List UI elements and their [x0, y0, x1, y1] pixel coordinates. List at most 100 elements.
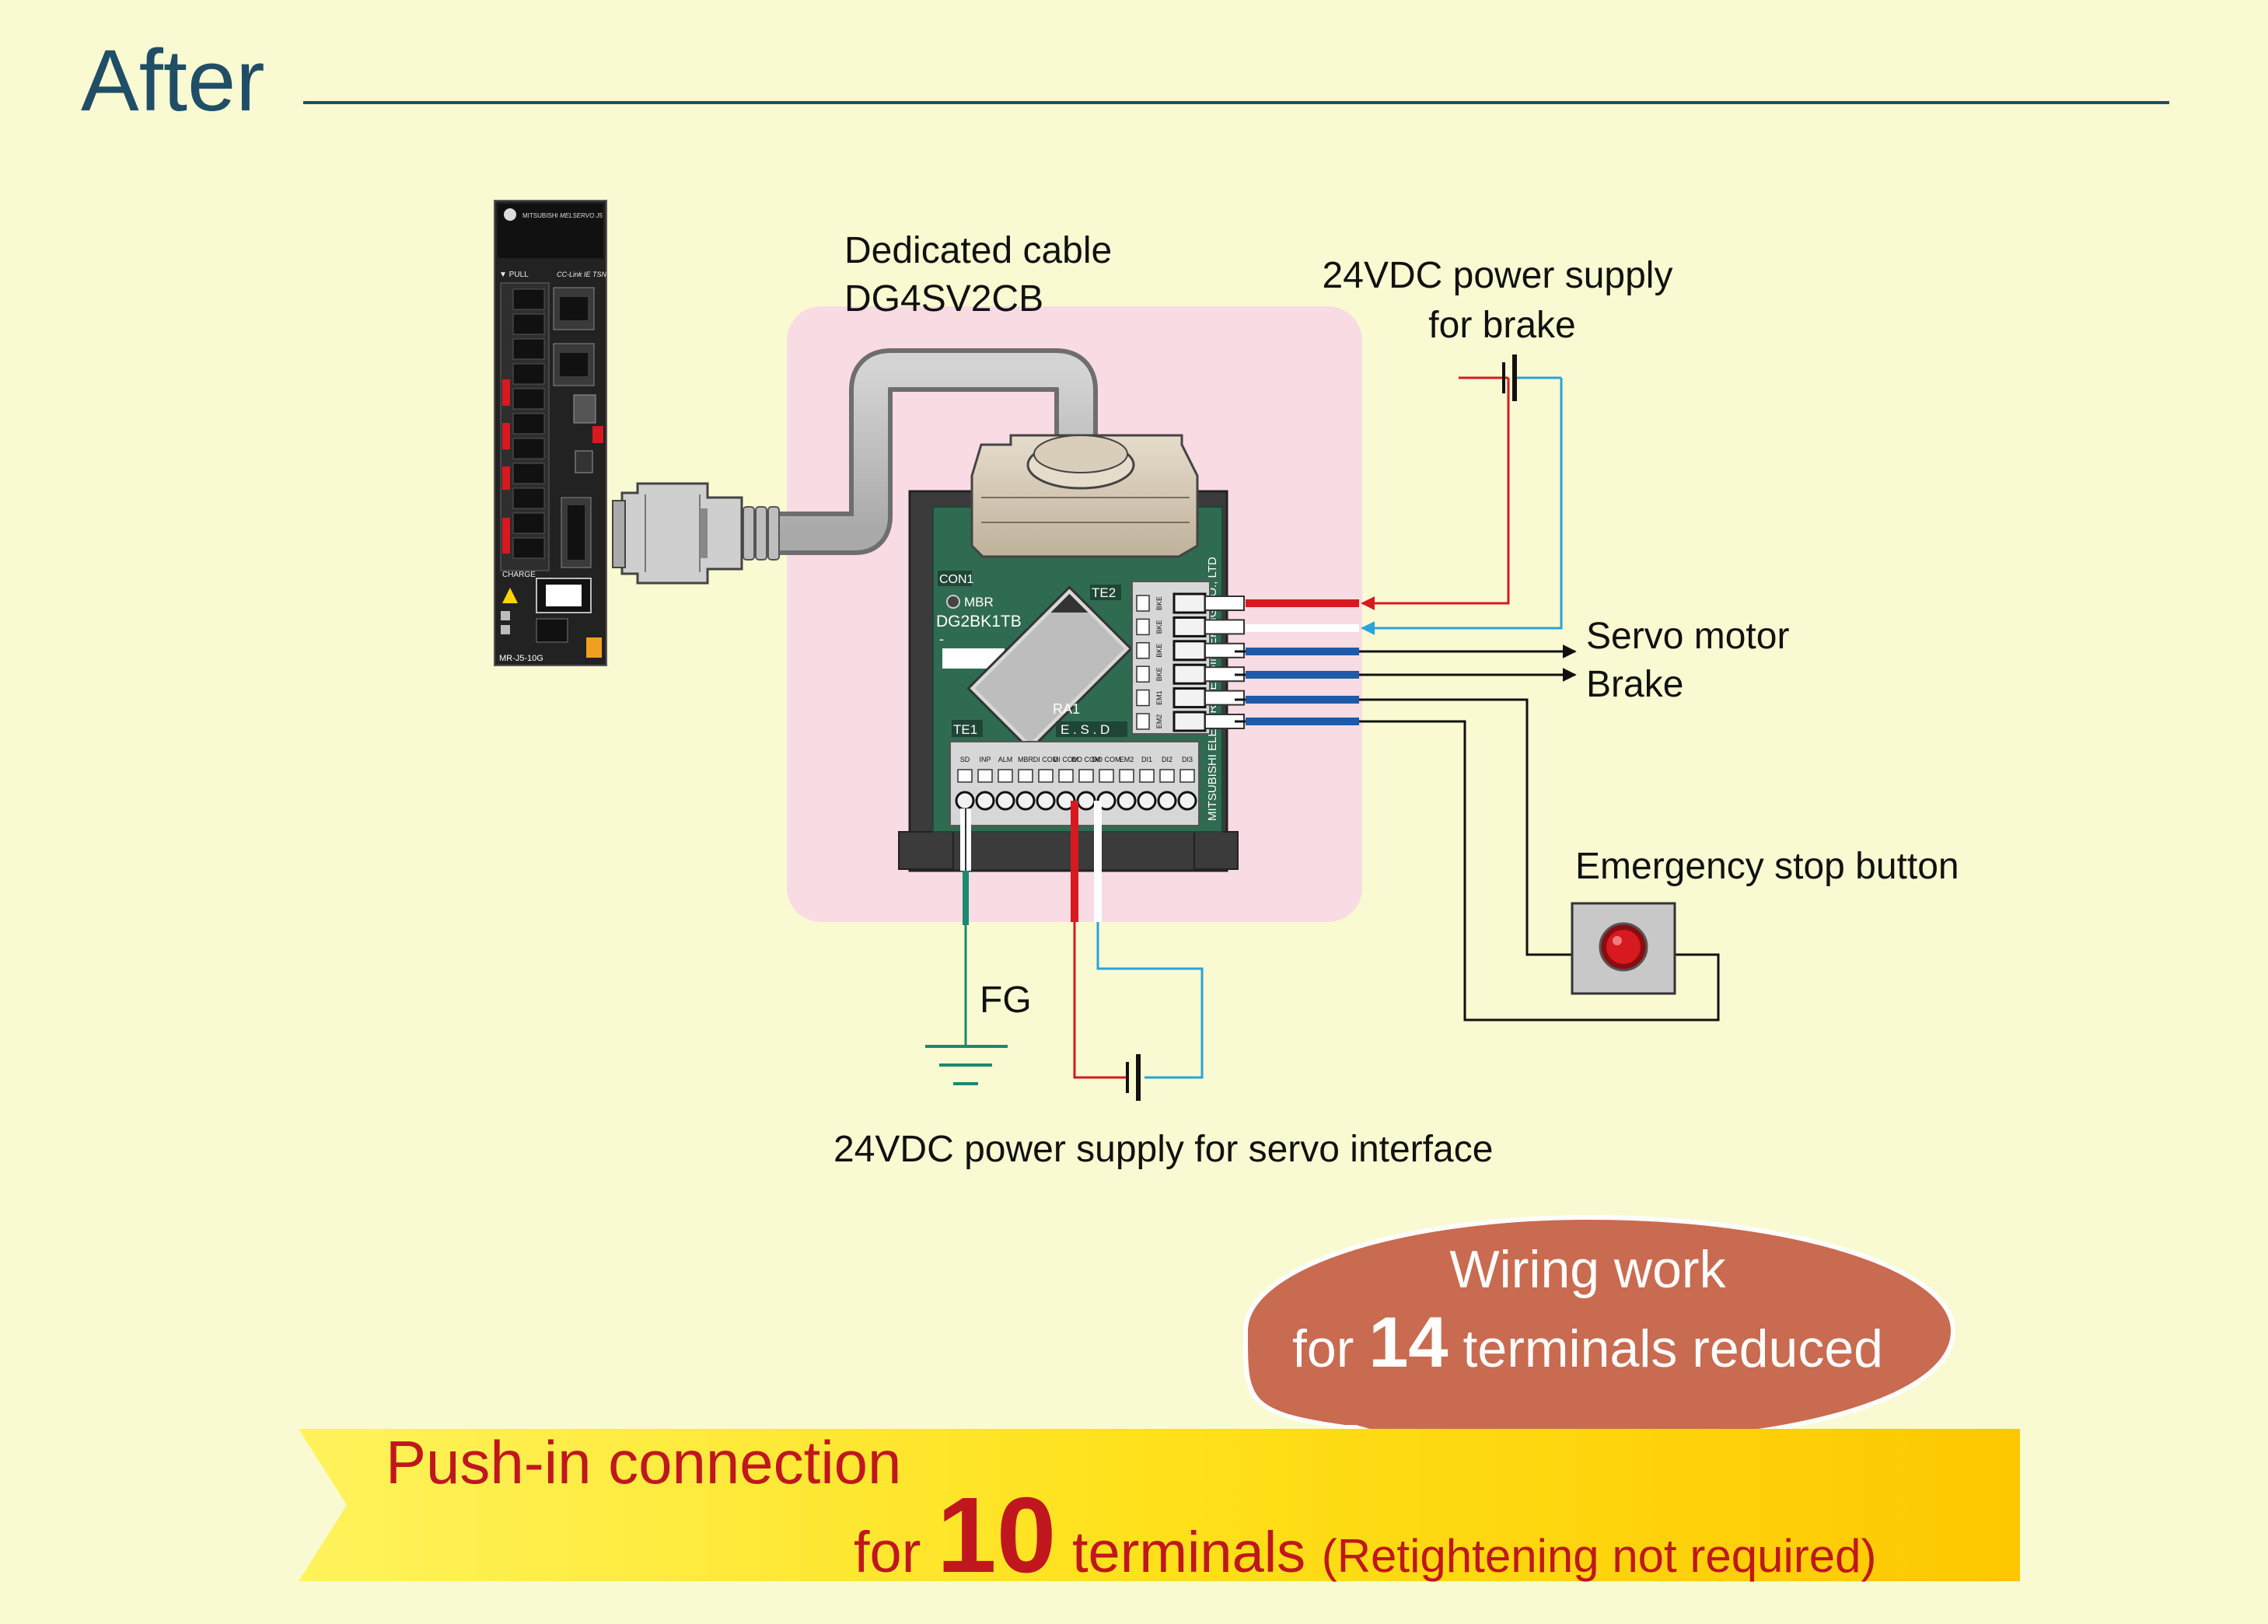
te1-release-lever: [1058, 769, 1074, 783]
te2-wire-hole: [1172, 640, 1207, 662]
te1-terminal-label: INP: [979, 756, 991, 763]
te1-terminal: ALM: [995, 756, 1015, 811]
mitsubishi-logo-icon: [504, 208, 516, 221]
cable-label-line1: Dedicated cable: [844, 230, 1112, 271]
te2-wire-hole: [1172, 687, 1207, 709]
te1-release-lever: [998, 769, 1013, 783]
te1-label: TE1: [953, 722, 977, 737]
te1-wire-hole: [1177, 791, 1197, 811]
te2-release-lever: [1136, 595, 1150, 612]
mbr-led-icon: [946, 595, 960, 609]
te2-wire-hole: [1172, 711, 1207, 732]
banner-number: 10: [937, 1476, 1057, 1595]
te1-terminal-label: EM2: [1120, 756, 1134, 763]
block-model-label: DG2BK1TB: [936, 613, 1022, 630]
te1-terminal-label: DI3: [1182, 756, 1193, 763]
te2-ferrule: [1204, 595, 1245, 611]
banner-line2: for 10 terminals (Retightening not requi…: [854, 1476, 1877, 1595]
te1-terminal: DI3: [1177, 756, 1197, 811]
banner-post: terminals: [1072, 1520, 1305, 1584]
wire-brake-supply-negative: [1361, 378, 1563, 635]
te1-terminal: DI2: [1157, 756, 1177, 811]
te1-terminal: DO COM: [1072, 756, 1101, 811]
te2-terminal-label: BKE: [1155, 667, 1163, 681]
cable-label-line2: DG4SV2CB: [844, 278, 1043, 320]
wiring: [960, 376, 1720, 1079]
te1-wire-hole: [1157, 791, 1177, 811]
te2-terminal-label: BKE: [1155, 644, 1163, 658]
te2-terminal: BKE: [1136, 663, 1245, 685]
con1-label: CON1: [939, 573, 974, 586]
te1-terminal: DI COM: [1054, 756, 1078, 811]
callout-line2: for 14 terminals reduced: [1292, 1303, 1883, 1382]
te1-release-lever: [1179, 769, 1195, 783]
te1-terminal-label: DI1: [1141, 756, 1152, 763]
ra1-label: RA1: [1053, 701, 1080, 717]
banner-pre: for: [854, 1520, 921, 1584]
servo-amplifier: MITSUBISHI MELSERVO J5 ▼ PULL CC-Link IE…: [494, 200, 607, 666]
te1-release-lever: [977, 769, 993, 783]
te2-terminal-label: BKE: [1155, 620, 1163, 634]
te2-label: TE2: [1092, 585, 1116, 600]
page-title: After: [81, 32, 265, 129]
wire-brake-supply-positive: [1361, 378, 1510, 610]
callout-line1: Wiring work: [1449, 1240, 1726, 1299]
emergency-stop-button: [1571, 902, 1676, 995]
warning-icon: [502, 588, 518, 603]
te2-terminal-label: EM2: [1155, 714, 1163, 729]
wire-estop-2: [1235, 720, 1720, 1022]
charge-label: CHARGE: [502, 571, 536, 579]
te1-wire-hole: [995, 791, 1015, 811]
dedicated-cable: [612, 348, 1098, 585]
te2-release-lever: [1136, 618, 1150, 636]
te1-release-lever: [1038, 769, 1054, 783]
callout-bubble: Wiring work for 14 terminals reduced: [1242, 1214, 1956, 1461]
te2-terminal: BKE: [1136, 640, 1245, 662]
ground-icon: [925, 1045, 1008, 1085]
te2-release-lever: [1136, 713, 1150, 730]
te1-terminal-label: DI2: [1162, 756, 1172, 763]
callout-number: 14: [1368, 1303, 1448, 1382]
push-in-banner: Push-in connection for 10 terminals (Ret…: [299, 1428, 2020, 1595]
te1-release-lever: [1159, 769, 1175, 783]
network-label: CC-Link IE TSN: [557, 271, 607, 278]
svg-text:MELSERVO J5: MELSERVO J5: [560, 212, 603, 219]
banner-note: (Retightening not required): [1322, 1530, 1877, 1582]
te2-release-lever: [1136, 665, 1150, 683]
te1-wire-hole: [1036, 791, 1056, 811]
te1-terminal: DI COM: [1033, 756, 1059, 811]
te1-terminal: INP: [975, 756, 995, 811]
te2-release-lever: [1136, 642, 1150, 659]
banner-line1: Push-in connection: [386, 1428, 901, 1497]
callout-pre: for: [1292, 1319, 1354, 1378]
te2-terminal: BKE: [1136, 592, 1245, 614]
te1-terminal-label: DI COM: [1033, 756, 1059, 763]
wire-servo-supply-positive: [1073, 922, 1126, 1079]
callout-post: terminals reduced: [1463, 1319, 1883, 1378]
te1-terminal-label: MBR: [1018, 756, 1034, 763]
mbr-label: MBR: [964, 595, 994, 609]
te2-terminal: BKE: [1136, 616, 1245, 637]
esd-label: E . S . D: [1061, 722, 1110, 737]
estop-label: Emergency stop button: [1575, 846, 1959, 887]
te2-terminal-label: BKE: [1155, 596, 1163, 610]
wire-estop-1: [1235, 698, 1572, 956]
te2-wire-hole: [1172, 592, 1207, 614]
te1-release-lever: [1119, 769, 1134, 783]
te1-wire-hole: [1015, 791, 1036, 811]
te1-wire-hole: [975, 791, 995, 811]
te1-release-lever: [957, 769, 973, 783]
te1-terminal: SD: [955, 756, 975, 811]
te1-release-lever: [1139, 769, 1155, 783]
te1-wire-hole: [955, 791, 975, 811]
block-dash-label: -: [939, 631, 944, 647]
te1-terminal-label: ALM: [998, 756, 1013, 763]
te2-terminal: EM1: [1136, 687, 1245, 709]
te1-release-lever: [1018, 769, 1033, 783]
brake-label: Brake: [1586, 664, 1683, 705]
servo-supply-label: 24VDC power supply for servo interface: [833, 1129, 1493, 1170]
amp-model-label: MR-J5-10G: [499, 654, 543, 663]
